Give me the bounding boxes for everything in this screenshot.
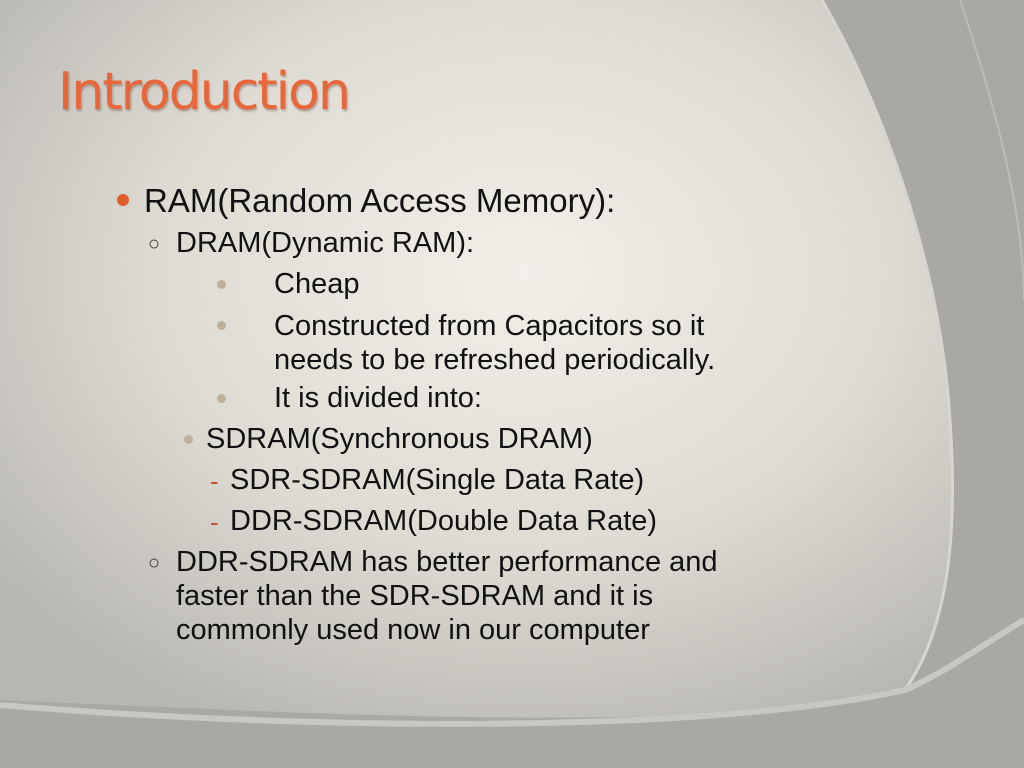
bullet-performance-line1: DDR-SDRAM has better performance and: [176, 546, 718, 578]
slide-title: Introduction: [58, 62, 351, 122]
bullet-sdr-sdram: SDR-SDRAM(Single Data Rate): [230, 464, 645, 496]
bullet-performance-line3: commonly used now in our computer: [176, 614, 650, 646]
bullet-dram: DRAM(Dynamic RAM):: [176, 227, 475, 259]
tan-bullet-icon: [217, 321, 226, 330]
bullet-capacitors-line1: Constructed from Capacitors so it: [274, 310, 705, 342]
bullet-capacitors-line2: needs to be refreshed periodically.: [274, 344, 716, 376]
tan-bullet-icon: [217, 394, 226, 403]
bullet-cheap: Cheap: [274, 268, 360, 300]
primary-bullet-icon: [117, 194, 129, 206]
tan-bullet-icon: [184, 435, 193, 444]
bullet-sdram: SDRAM(Synchronous DRAM): [206, 423, 593, 455]
tan-bullet-icon: [217, 280, 226, 289]
bullet-performance-line2: faster than the SDR-SDRAM and it is: [176, 580, 654, 612]
bullet-ddr-sdram: DDR-SDRAM(Double Data Rate): [230, 505, 658, 537]
ring-bullet-icon: ○: [148, 552, 161, 574]
bullet-divided: It is divided into:: [274, 382, 482, 414]
bullet-ram: RAM(Random Access Memory):: [144, 182, 616, 219]
ring-bullet-icon: ○: [148, 233, 161, 255]
dash-bullet-icon: -: [210, 466, 219, 496]
bullet-capacitors: Constructed from Capacitors so it needs …: [274, 309, 715, 377]
bullet-performance: DDR-SDRAM has better performance and fas…: [176, 545, 718, 647]
dash-bullet-icon: -: [210, 507, 219, 537]
